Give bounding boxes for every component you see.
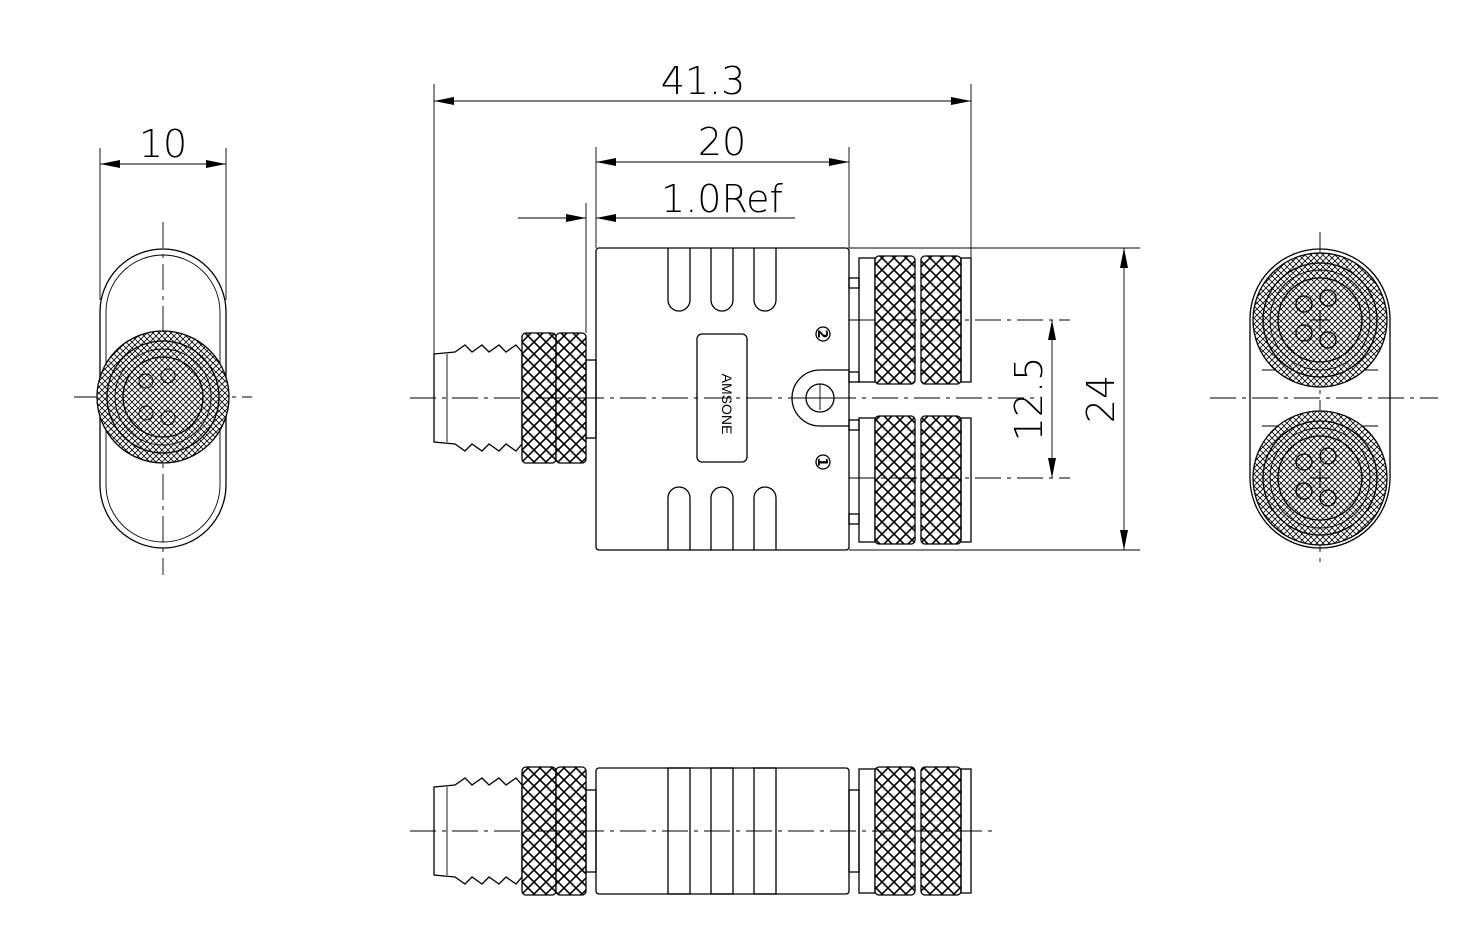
- dimension-ref-gap: 1.0Ref: [518, 177, 795, 333]
- pin-hole: [1319, 489, 1337, 507]
- port-2-marker: [815, 326, 831, 342]
- dimension-overall-length: 41.3: [433, 59, 972, 354]
- right-port-bottom: [1252, 410, 1388, 546]
- bottom-view: [410, 766, 998, 896]
- pin-hole: [138, 373, 154, 389]
- brand-logo: AMSONE: [719, 374, 735, 435]
- female-connector-bottom: [848, 415, 972, 545]
- right-port-top: [1252, 252, 1388, 388]
- port-2-label: 2: [814, 329, 829, 338]
- pin-hole: [1295, 482, 1313, 500]
- pin-hole: [160, 368, 176, 384]
- pin-hole: [1319, 289, 1337, 307]
- dimension-body-height: 24: [849, 247, 1140, 551]
- port-1-marker: [815, 454, 831, 470]
- body-height-label: 24: [1079, 375, 1123, 423]
- left-end-view: [74, 222, 252, 575]
- splitter-body: [595, 247, 850, 551]
- port-spacing-label: 12.5: [1007, 357, 1051, 442]
- dimension-body-length: 20: [595, 120, 850, 248]
- body-length-label: 20: [698, 120, 746, 164]
- port-1-label: 1: [814, 457, 829, 466]
- dimension-port-spacing: 12.5: [1007, 320, 1056, 478]
- right-end-view: [1210, 232, 1438, 565]
- ref-gap-label: 1.0Ref: [661, 177, 784, 221]
- dimension-end-width: 10: [99, 122, 227, 300]
- end-width-label: 10: [139, 122, 187, 166]
- pin-hole: [1295, 324, 1313, 342]
- pin-hole: [1319, 331, 1337, 349]
- pin-hole: [1295, 453, 1313, 471]
- pin-hole: [1319, 447, 1337, 465]
- front-view: AMSONE 2 1: [410, 247, 1070, 551]
- pin-hole: [138, 405, 154, 421]
- pin-hole: [160, 410, 176, 426]
- pin-hole: [1295, 295, 1313, 313]
- left-end-knurl-ring: [96, 330, 230, 464]
- overall-length-label: 41.3: [661, 59, 746, 103]
